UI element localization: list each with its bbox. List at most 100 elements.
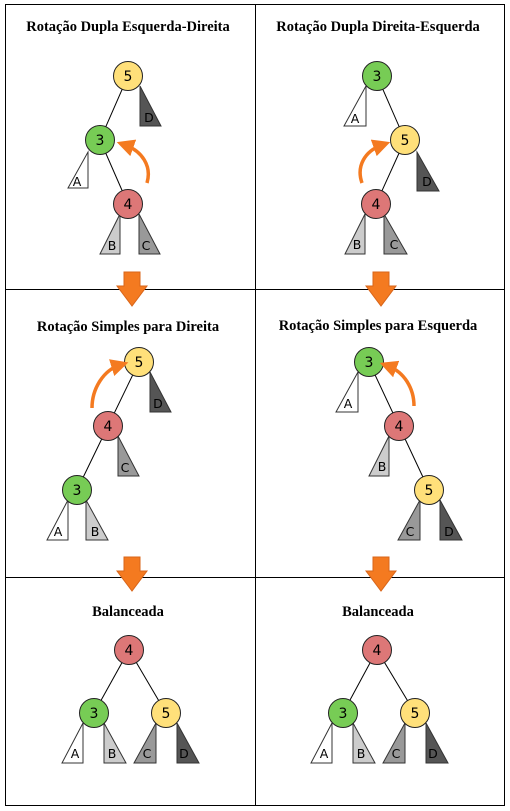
down-arrow-2-right xyxy=(365,556,397,592)
node-value-label: 3 xyxy=(90,706,99,722)
panel-title-double-right-left: Rotação Dupla Direita-Esquerda xyxy=(276,19,480,35)
node-5: 5 xyxy=(400,698,430,728)
subtree-label: C xyxy=(390,237,399,252)
subtree-label: A xyxy=(73,174,82,189)
nodes-layer: 5 3 4 3 5 4 5 4 3 3 4 5 4 3 5 4 3 5 xyxy=(62,61,444,728)
node-3: 3 xyxy=(328,698,358,728)
node-3: 3 xyxy=(354,347,384,377)
panel-title-single-right: Rotação Simples para Direita xyxy=(37,319,220,335)
node-value-label: 5 xyxy=(425,483,434,499)
subtrees-layer: D A B C A D B C D C A B A B C D A B C D A B C D xyxy=(46,85,463,764)
subtree-d: D xyxy=(176,722,200,764)
node-value-label: 3 xyxy=(96,133,105,149)
subtree-b: B xyxy=(368,435,390,477)
panel-title-balanced-left: Balanceada xyxy=(92,604,164,620)
node-5: 5 xyxy=(113,61,143,91)
node-3: 3 xyxy=(62,475,92,505)
subtree-label: A xyxy=(320,746,329,761)
node-3: 3 xyxy=(79,698,109,728)
rotation-arrow-right xyxy=(358,139,391,184)
node-value-label: 3 xyxy=(339,706,348,722)
panel-title-balanced-right: Balanceada xyxy=(342,604,414,620)
subtree-label: A xyxy=(54,524,63,539)
subtree-label: D xyxy=(144,110,154,125)
subtree-a: A xyxy=(343,85,367,127)
subtree-d: D xyxy=(416,150,440,192)
subtree-label: C xyxy=(392,746,401,761)
node-5: 5 xyxy=(414,475,444,505)
node-value-label: 4 xyxy=(395,419,404,435)
node-4: 4 xyxy=(361,189,391,219)
node-5: 5 xyxy=(390,125,420,155)
node-value-label: 3 xyxy=(73,483,82,499)
down-arrow-2-left xyxy=(116,556,148,592)
subtree-d: D xyxy=(139,85,162,127)
subtree-label: B xyxy=(353,237,362,252)
subtree-b: B xyxy=(352,722,376,764)
subtree-label: B xyxy=(378,459,387,474)
subtree-label: D xyxy=(179,746,189,761)
subtree-label: B xyxy=(108,238,117,253)
node-4: 4 xyxy=(113,189,143,219)
arrows-layer xyxy=(90,139,416,592)
subtree-b: B xyxy=(344,213,366,255)
subtree-a: A xyxy=(61,722,84,764)
node-value-label: 3 xyxy=(365,355,374,371)
subtree-a: A xyxy=(335,371,359,413)
node-value-label: 4 xyxy=(124,197,133,213)
subtree-label: D xyxy=(422,174,432,189)
subtree-c: C xyxy=(133,722,157,764)
subtree-b: B xyxy=(85,499,109,541)
subtree-d: D xyxy=(425,722,449,764)
node-value-label: 3 xyxy=(373,69,382,85)
node-4: 4 xyxy=(362,635,392,665)
down-arrow-1-right xyxy=(365,271,397,307)
subtree-label: D xyxy=(428,746,438,761)
subtree-label: C xyxy=(142,238,151,253)
subtree-label: D xyxy=(153,396,163,411)
subtree-label: D xyxy=(444,524,454,539)
subtree-label: C xyxy=(143,746,152,761)
node-value-label: 5 xyxy=(411,706,420,722)
subtree-label: A xyxy=(71,746,80,761)
panel-title-double-left-right: Rotação Dupla Esquerda-Direita xyxy=(26,19,230,35)
subtree-label: A xyxy=(351,111,360,126)
subtree-d: D xyxy=(439,499,463,541)
node-5: 5 xyxy=(151,698,181,728)
subtree-c: C xyxy=(117,435,140,477)
node-3: 3 xyxy=(362,61,392,91)
node-value-label: 4 xyxy=(125,643,134,659)
node-value-label: 5 xyxy=(401,133,410,149)
subtree-label: B xyxy=(357,746,366,761)
subtree-a: A xyxy=(310,722,333,764)
subtree-c: C xyxy=(138,213,161,255)
subtree-a: A xyxy=(67,150,89,189)
subtree-label: C xyxy=(121,460,130,475)
rotation-arrow-left-rotation xyxy=(379,360,416,407)
subtree-c: C xyxy=(383,212,408,255)
subtree-c: C xyxy=(397,499,421,541)
subtree-d: D xyxy=(149,371,172,413)
rotation-arrow-right-rotation xyxy=(90,359,129,409)
node-value-label: 5 xyxy=(124,69,133,85)
subtree-b: B xyxy=(103,722,127,764)
node-4: 4 xyxy=(114,635,144,665)
node-value-label: 4 xyxy=(372,197,381,213)
panel-title-single-left: Rotação Simples para Esquerda xyxy=(279,318,478,334)
node-value-label: 4 xyxy=(373,643,382,659)
node-4: 4 xyxy=(93,411,123,441)
rotation-arrow-left xyxy=(116,139,150,184)
node-value-label: 5 xyxy=(135,355,144,371)
subtree-c: C xyxy=(382,722,406,764)
subtree-label: A xyxy=(344,396,353,411)
subtree-label: B xyxy=(108,746,117,761)
node-value-label: 4 xyxy=(104,419,113,435)
node-3: 3 xyxy=(85,125,115,155)
node-value-label: 5 xyxy=(162,706,171,722)
node-5: 5 xyxy=(124,347,154,377)
subtree-label: C xyxy=(406,524,415,539)
panel-grid xyxy=(5,4,505,806)
down-arrow-1-left xyxy=(116,271,148,307)
